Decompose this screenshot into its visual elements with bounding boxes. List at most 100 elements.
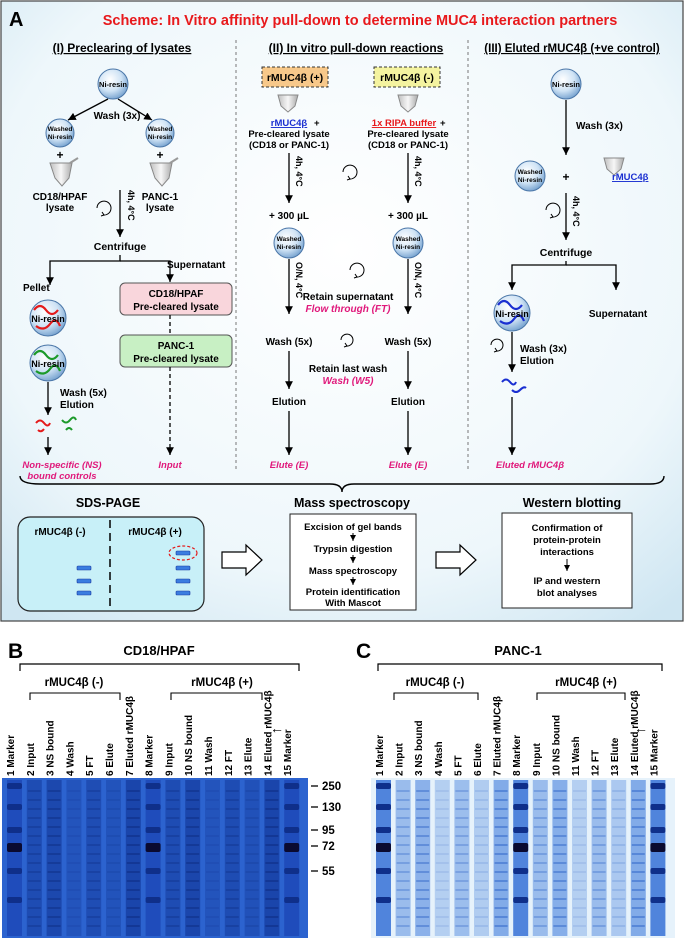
sample-band	[107, 844, 120, 846]
col1-pc-a2: Pre-cleared lysate	[133, 302, 219, 313]
sample-band	[455, 916, 469, 918]
sample-band	[107, 898, 120, 900]
sample-band	[126, 853, 140, 855]
sample-band	[67, 916, 81, 918]
col1-plus-left: +	[56, 148, 63, 162]
sample-band	[126, 871, 140, 873]
sample-band	[186, 889, 200, 891]
lane-label: 2 Input	[395, 743, 406, 776]
sample-band	[435, 862, 449, 864]
sample-band	[573, 835, 586, 837]
sample-band	[435, 880, 449, 882]
col1-pc-b1: PANC-1	[158, 341, 195, 352]
sample-band	[186, 871, 200, 873]
panel-a-title: Scheme: In Vitro affinity pull-down to d…	[103, 13, 618, 29]
sample-band	[416, 844, 430, 846]
sample-band	[126, 889, 140, 891]
sample-band	[494, 889, 508, 891]
sample-band	[47, 889, 61, 891]
sample-band	[47, 844, 61, 846]
svg-text:Ni-resin: Ni-resin	[396, 244, 420, 251]
col2-on-b: O/N, 4°C	[413, 262, 423, 299]
sample-band	[435, 925, 449, 927]
col2-cd18panc-a: (CD18 or PANC-1)	[249, 140, 329, 151]
sample-band	[553, 817, 567, 819]
col1-washed-bead-right: Washed Ni-resin	[145, 118, 175, 148]
sample-band	[47, 817, 61, 819]
sample-band	[533, 907, 547, 909]
sample-band	[494, 862, 508, 864]
sample-band	[612, 817, 626, 819]
sample-band	[592, 862, 606, 864]
lane-label: 9 Input	[532, 743, 543, 776]
arrow-left-icon: ←	[634, 720, 648, 736]
sample-band	[573, 799, 586, 801]
lane-label: 7 Eluted rMUC4β	[493, 696, 504, 776]
sample-band	[107, 808, 120, 810]
sample-lane	[106, 780, 121, 936]
sample-band	[245, 817, 259, 819]
col3-elution: Elution	[520, 356, 554, 367]
sample-band	[107, 826, 120, 828]
arrow-right-icon	[435, 543, 477, 577]
svg-text:Washed: Washed	[518, 169, 543, 176]
sample-band	[396, 835, 410, 837]
sample-band	[47, 799, 61, 801]
panel-c-gel-lanes	[376, 780, 666, 936]
sample-band	[573, 871, 586, 873]
sample-band	[435, 898, 449, 900]
sample-band	[416, 799, 430, 801]
sample-band	[494, 808, 508, 810]
sample-band	[87, 862, 101, 864]
col2-elute-a: Elute (E)	[270, 460, 309, 471]
sample-band	[533, 925, 547, 927]
sample-lane	[244, 780, 260, 936]
svg-text:Ni-resin: Ni-resin	[518, 177, 542, 184]
sample-band	[47, 925, 61, 927]
marker-band	[7, 868, 22, 874]
sample-band	[27, 817, 41, 819]
sample-band	[265, 889, 279, 891]
sample-band	[553, 907, 567, 909]
sample-band	[573, 898, 586, 900]
sample-band	[245, 808, 259, 810]
sample-band	[206, 799, 219, 801]
marker-band	[284, 868, 300, 874]
sample-band	[553, 871, 567, 873]
marker-band	[284, 804, 300, 810]
wb-step-1: Confirmation of	[532, 523, 604, 534]
sample-band	[166, 889, 180, 891]
sample-band	[475, 799, 488, 801]
tube-icon	[49, 157, 79, 187]
sample-band	[612, 880, 626, 882]
sample-band	[126, 808, 140, 810]
sample-band	[107, 835, 120, 837]
marker-lane	[376, 780, 391, 936]
sample-lane	[552, 780, 568, 936]
lane-label: 11 Wash	[204, 736, 215, 776]
col2-washed-bead-b: Washed Ni-resin	[392, 227, 424, 259]
sample-band	[166, 898, 180, 900]
sample-band	[396, 799, 410, 801]
sample-band	[612, 853, 626, 855]
sample-band	[47, 880, 61, 882]
sample-band	[225, 835, 239, 837]
mw-250: 250	[322, 781, 341, 793]
sample-band	[416, 817, 430, 819]
sample-band	[612, 862, 626, 864]
lane-label: 4 Wash	[434, 741, 445, 776]
sample-band	[475, 880, 488, 882]
sample-band	[245, 853, 259, 855]
sample-band	[265, 835, 279, 837]
sample-band	[494, 826, 508, 828]
sample-band	[87, 844, 101, 846]
sample-band	[67, 826, 81, 828]
sample-band	[27, 871, 41, 873]
lane-label: 12 FT	[224, 750, 235, 776]
sample-band	[416, 880, 430, 882]
sample-band	[416, 862, 430, 864]
sample-band	[245, 844, 259, 846]
sample-band	[416, 925, 430, 927]
sample-band	[592, 826, 606, 828]
